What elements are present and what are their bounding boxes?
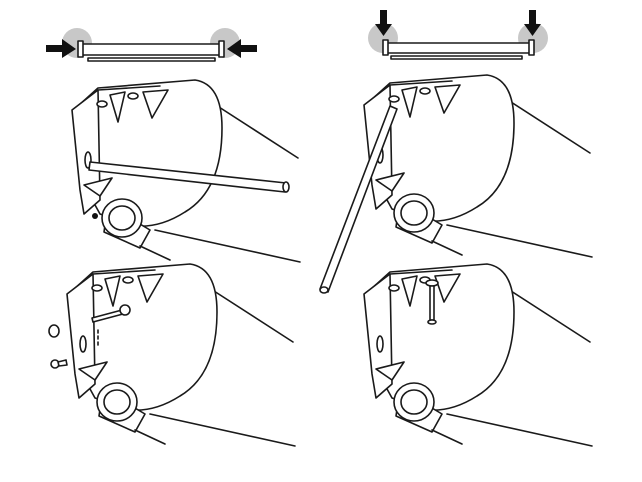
screw-head <box>425 279 439 287</box>
arrow-down-icon <box>375 10 392 36</box>
step-lever-rod <box>319 74 593 294</box>
step-press-inward <box>46 28 257 62</box>
rail-bar <box>385 42 533 54</box>
screw <box>429 285 435 321</box>
arrow-right-icon <box>46 39 76 58</box>
step-screw-top <box>363 263 593 447</box>
step-press-down <box>368 10 548 60</box>
step-release-rod <box>71 79 301 263</box>
rail-bar <box>79 43 223 56</box>
arrow-down-icon <box>524 10 541 36</box>
washer <box>48 324 60 338</box>
step-screw-side <box>48 263 296 447</box>
arrow-left-icon <box>227 39 257 58</box>
